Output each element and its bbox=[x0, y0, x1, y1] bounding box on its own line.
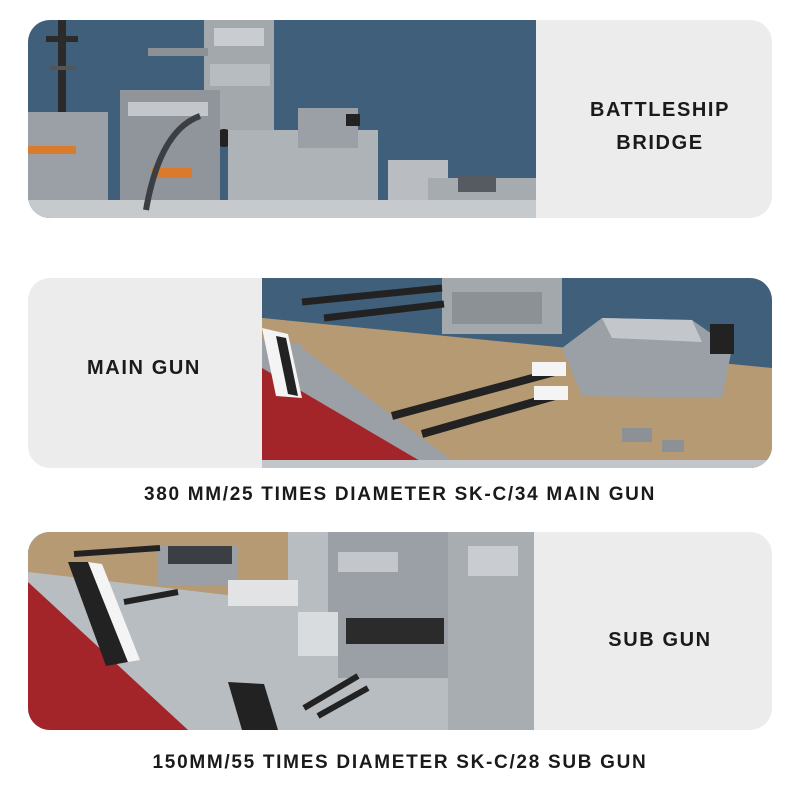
bridge-illustration bbox=[28, 20, 536, 218]
bridge-panel: BATTLESHIP BRIDGE bbox=[28, 20, 772, 218]
sub-gun-photo bbox=[28, 532, 534, 730]
bridge-label-line-2: BRIDGE bbox=[616, 132, 704, 154]
sub-gun-illustration bbox=[28, 532, 534, 730]
main-gun-label: MAIN GUN bbox=[87, 357, 201, 379]
sub-gun-caption: 150MM/55 TIMES DIAMETER SK-C/28 SUB GUN bbox=[152, 752, 648, 773]
bridge-label: BATTLESHIP BRIDGE bbox=[548, 94, 772, 160]
sub-gun-panel: SUB GUN bbox=[28, 532, 772, 730]
main-gun-illustration bbox=[262, 278, 772, 468]
main-gun-caption: 380 MM/25 TIMES DIAMETER SK-C/34 MAIN GU… bbox=[143, 484, 657, 505]
main-gun-photo bbox=[262, 278, 772, 468]
bridge-photo bbox=[28, 20, 536, 218]
main-gun-panel: MAIN GUN bbox=[28, 278, 772, 468]
bridge-label-line-1: BATTLESHIP bbox=[589, 99, 731, 121]
sub-gun-label: SUB GUN bbox=[608, 629, 712, 651]
